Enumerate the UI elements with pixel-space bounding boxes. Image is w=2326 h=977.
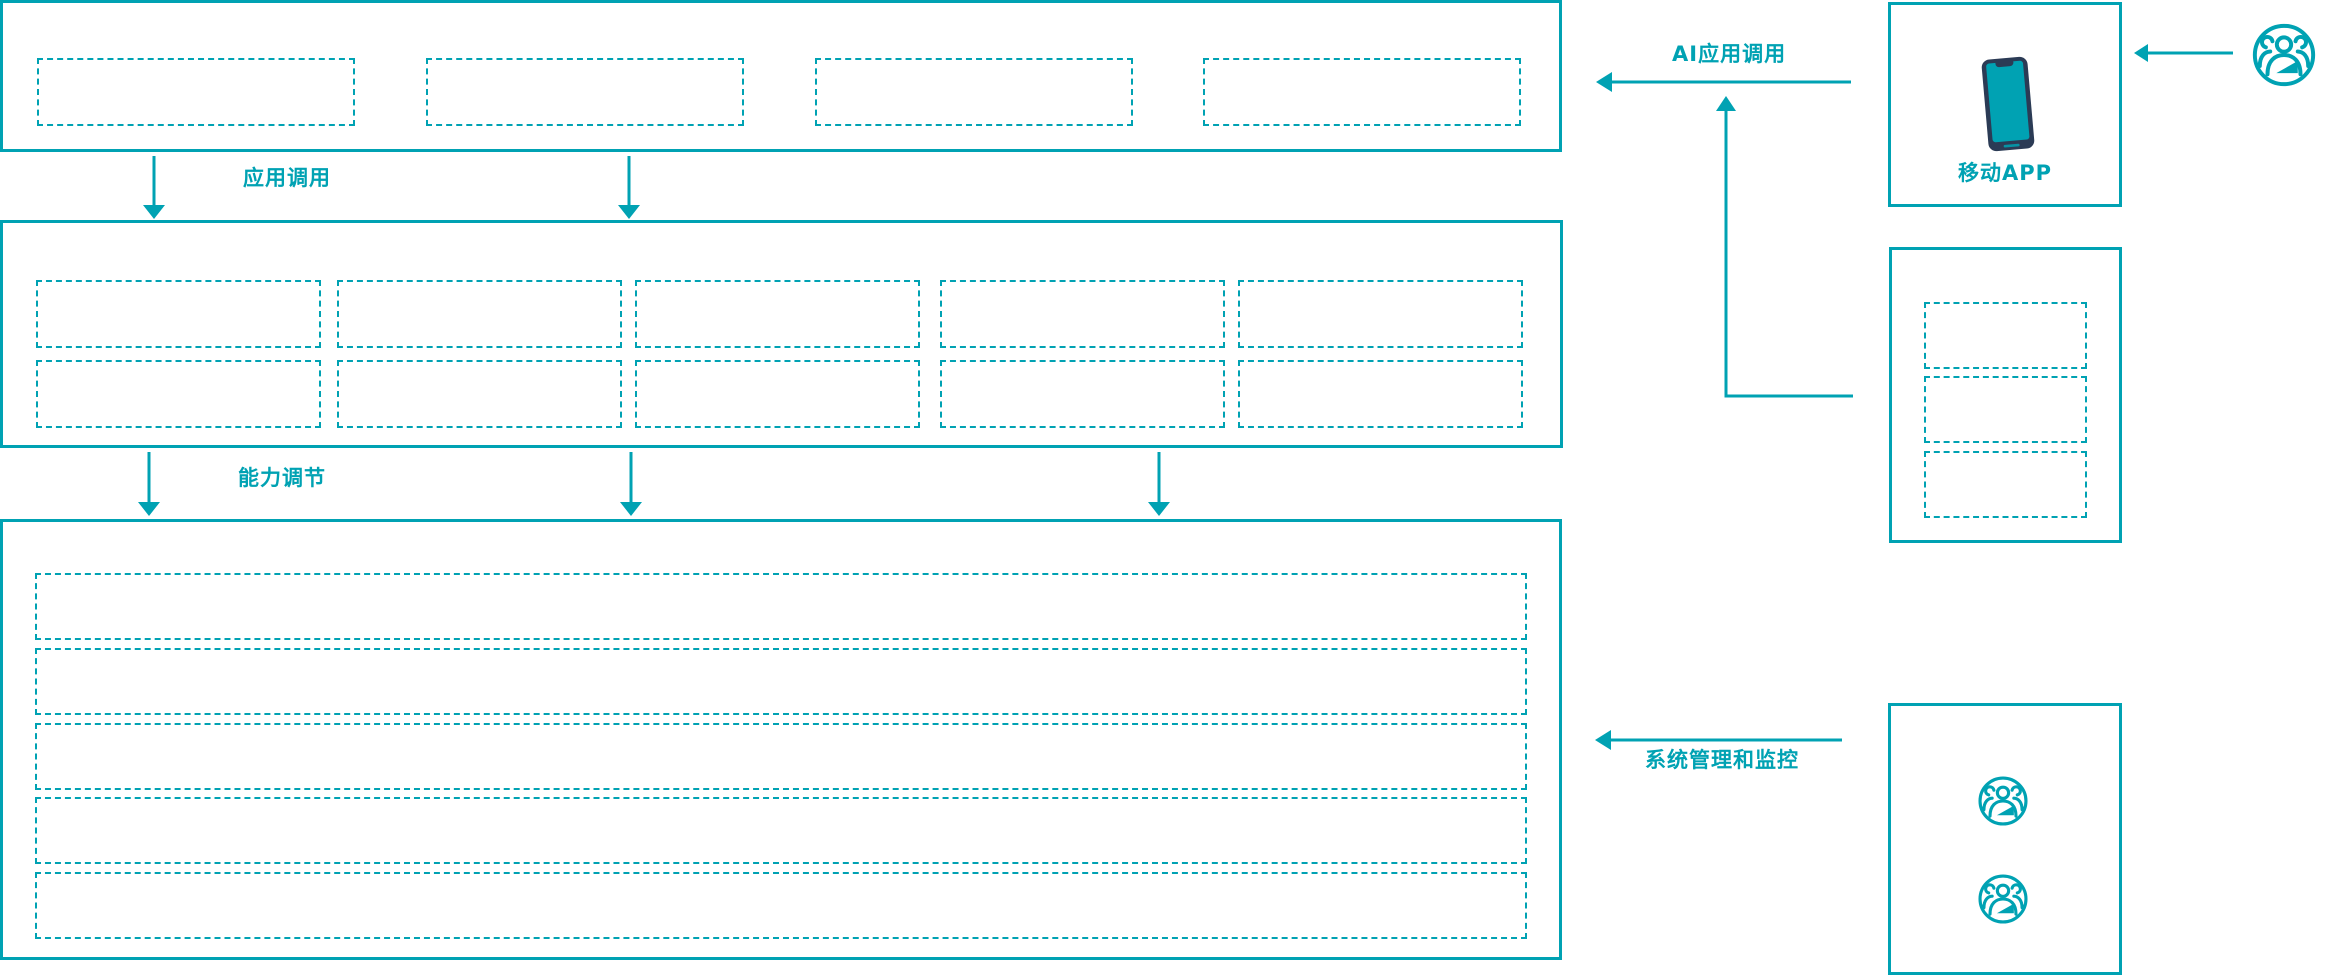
arrow-capability-2 <box>620 452 642 516</box>
arrow-capability-1 <box>138 452 160 516</box>
placeholder-row <box>35 573 1527 640</box>
admin-panel <box>1888 703 2122 975</box>
placeholder-box <box>1924 302 2087 369</box>
placeholder-box <box>1238 360 1523 428</box>
placeholder-box <box>36 360 321 428</box>
system-monitor-label: 系统管理和监控 <box>1645 748 1799 772</box>
placeholder-row <box>35 723 1527 790</box>
arrow-app-call-1 <box>143 156 165 219</box>
placeholder-box <box>337 280 622 348</box>
placeholder-box <box>36 280 321 348</box>
capability-adjust-label: 能力调节 <box>238 466 326 490</box>
placeholder-box <box>635 280 920 348</box>
connector-stack-to-top <box>1716 96 1853 398</box>
placeholder-box <box>635 360 920 428</box>
arrow-user-to-app <box>2134 44 2233 62</box>
placeholder-box <box>337 360 622 428</box>
placeholder-box <box>37 58 355 126</box>
users-icon <box>1977 873 2029 925</box>
arrow-ai-app-call <box>1596 72 1851 92</box>
right-stack-panel <box>1889 247 2122 543</box>
mobile-app-label: 移动APP <box>1957 161 2053 185</box>
platform-layer-panel <box>0 519 1562 960</box>
placeholder-row <box>35 648 1527 715</box>
placeholder-box <box>815 58 1133 126</box>
users-icon <box>2251 22 2317 88</box>
placeholder-box <box>1203 58 1521 126</box>
phone-icon <box>1981 56 2035 152</box>
application-layer-panel <box>0 0 1562 152</box>
placeholder-box <box>426 58 744 126</box>
mobile-app-panel: 移动APP <box>1888 2 2122 207</box>
arrow-system-monitor <box>1595 730 1842 750</box>
placeholder-box <box>940 360 1225 428</box>
arrow-capability-3 <box>1148 452 1170 516</box>
placeholder-box <box>940 280 1225 348</box>
placeholder-row <box>35 797 1527 864</box>
users-icon <box>1977 775 2029 827</box>
ai-app-call-label: AI应用调用 <box>1672 42 1787 66</box>
placeholder-row <box>35 872 1527 939</box>
app-call-label: 应用调用 <box>243 166 331 190</box>
capability-layer-panel <box>0 220 1563 448</box>
placeholder-box <box>1238 280 1523 348</box>
arrow-app-call-2 <box>618 156 640 219</box>
placeholder-box <box>1924 376 2087 443</box>
placeholder-box <box>1924 451 2087 518</box>
